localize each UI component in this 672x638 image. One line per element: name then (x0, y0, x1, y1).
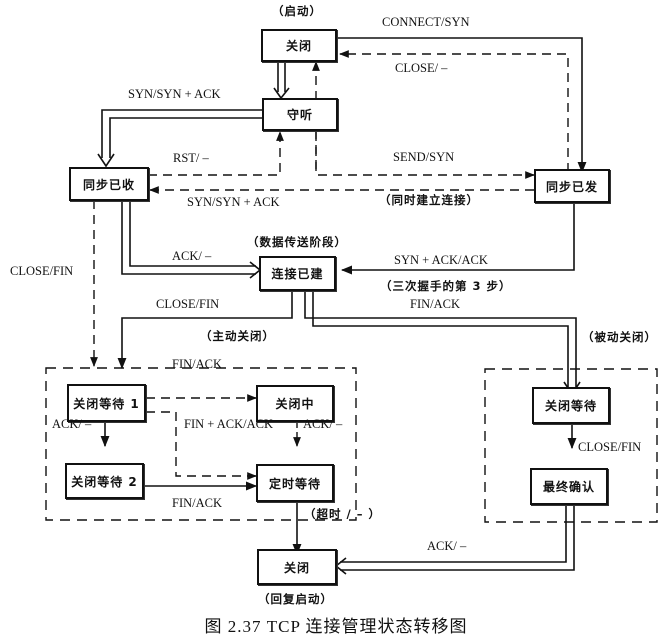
annotation-restart: （回复启动） (258, 592, 333, 606)
edge-synsent-to-established (340, 202, 575, 275)
label-fin-ack-est: FIN/ACK (410, 297, 461, 311)
annotation-simultaneous-open: （同时建立连接） (379, 193, 479, 207)
label-finack-ack: FIN + ACK/ACK (184, 417, 274, 431)
label-ack-none-lastack: ACK/ – (427, 539, 467, 553)
annotation-active-close: （主动关闭） (200, 329, 275, 343)
state-listen: 守听 (262, 98, 338, 131)
edge-finwait1-to-timewait-dashed (146, 411, 257, 480)
label-close-fin-cw: CLOSE/FIN (578, 440, 642, 454)
label-syn-synack-simul: SYN/SYN + ACK (187, 195, 280, 209)
label-fin-ack-fw1: FIN/ACK (172, 357, 223, 371)
state-closed-end: 关闭 (257, 549, 337, 585)
edge-established-to-finwait1 (117, 292, 293, 370)
active-close-region (45, 367, 357, 521)
state-closing: 关闭中 (256, 385, 334, 422)
state-close-wait: 关闭等待 (532, 387, 610, 424)
state-last-ack: 最终确认 (530, 468, 608, 505)
label-send-syn: SEND/SYN (393, 150, 455, 164)
edge-listen-to-synsent-dashed (315, 132, 535, 179)
label-ack-none-closing: ACK/ – (303, 417, 343, 431)
state-closed-start: 关闭 (261, 29, 337, 62)
passive-close-region (484, 368, 658, 523)
label-connect-syn: CONNECT/SYN (382, 15, 470, 29)
edge-synsent-to-closed-dashed (339, 50, 569, 172)
state-time-wait: 定时等待 (256, 464, 334, 502)
annotation-handshake-step3: （三次握手的第 3 步） (380, 279, 512, 293)
edge-synrcvd-to-established (121, 200, 262, 279)
edge-synrcvd-to-listen-dashed (148, 131, 284, 176)
edge-closed-to-listen (273, 60, 290, 100)
label-close-fin-left: CLOSE/FIN (10, 264, 74, 278)
label-synack-ack: SYN + ACK/ACK (394, 253, 488, 267)
state-fin-wait-1: 关闭等待 1 (67, 384, 146, 422)
label-ack-none-fw1: ACK/ – (52, 417, 92, 431)
state-syn-sent: 同步已发 (534, 169, 610, 203)
annotation-start: （启动） (272, 4, 322, 18)
label-syn-synack-listen: SYN/SYN + ACK (128, 87, 221, 101)
edge-closed-to-synsent (337, 37, 587, 174)
annotation-timeout: （超时 / – ） (304, 507, 381, 521)
label-ack-none-est: ACK/ – (172, 249, 212, 263)
label-fin-ack-fw2: FIN/ACK (172, 496, 223, 510)
annotation-passive-close: （被动关闭） (582, 330, 657, 344)
annotation-data-transfer: （数据传送阶段） (247, 235, 347, 249)
edge-listen-to-synrcvd (97, 109, 262, 168)
label-close-none-top: CLOSE/ – (395, 61, 448, 75)
label-rst-none: RST/ – (173, 151, 209, 165)
state-fin-wait-2: 关闭等待 2 (65, 463, 144, 499)
figure-caption: 图 2.37 TCP 连接管理状态转移图 (204, 617, 468, 636)
label-close-fin-est: CLOSE/FIN (156, 297, 220, 311)
state-syn-rcvd: 同步已收 (69, 167, 149, 201)
state-established: 连接已建 (259, 256, 336, 291)
